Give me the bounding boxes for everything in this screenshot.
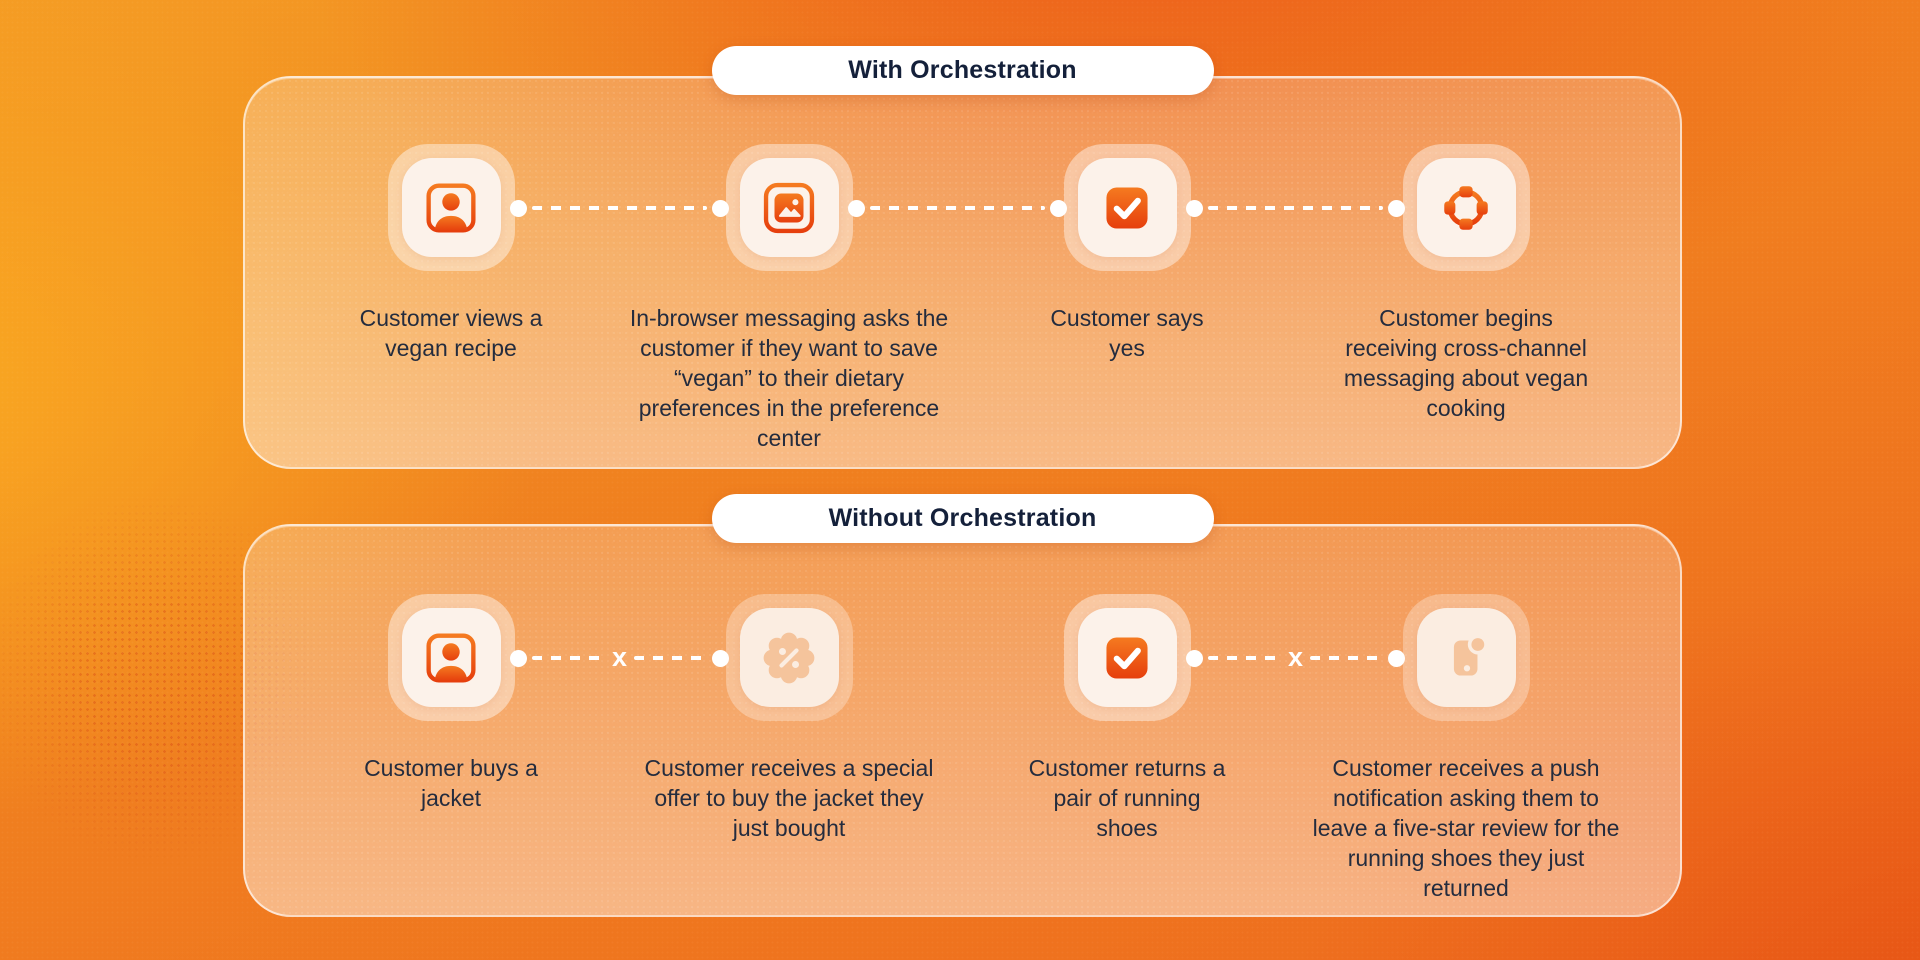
icon-card [1063, 144, 1191, 271]
step-column: Customer receives a push notification as… [1306, 594, 1626, 903]
dashed-line [532, 206, 707, 210]
dashed-line [1208, 206, 1383, 210]
step-column: Customer begins receiving cross-channel … [1306, 144, 1626, 423]
step-caption: Customer returns a pair of running shoes [1028, 755, 1226, 841]
connector-dashed [510, 199, 729, 217]
dashed-line [1310, 656, 1383, 660]
checkbox-check-icon [1106, 186, 1148, 229]
step-column: Customer returns a pair of running shoes [967, 594, 1287, 843]
with-orchestration-panel: With Orchestration [243, 46, 1682, 469]
pill-label: Without Orchestration [828, 504, 1097, 532]
connector-dot [1186, 199, 1203, 217]
icon-card [387, 144, 515, 271]
dashed-line [1208, 656, 1281, 660]
push-notification-phone-icon [1453, 633, 1488, 676]
contact-person-icon [426, 632, 476, 683]
step-caption: Customer begins receiving cross-channel … [1343, 305, 1589, 421]
step-caption: Customer views a vegan recipe [359, 305, 543, 361]
step-caption: Customer buys a jacket [364, 755, 538, 811]
step-caption: In-browser messaging asks the customer i… [629, 305, 949, 451]
icon-card [1402, 144, 1530, 271]
connector-dot [1050, 199, 1067, 217]
without-orchestration-pill: Without Orchestration [711, 494, 1214, 543]
step-column: Customer says yes [967, 144, 1287, 363]
connector-dot [848, 199, 865, 217]
connector-dot [510, 649, 527, 667]
icon-card [725, 144, 853, 271]
blocked-x-marker: x [1287, 642, 1304, 672]
dashed-line [532, 656, 605, 660]
without-orchestration-panel: Without Orchestration x x [243, 494, 1682, 917]
connector-dashed [1186, 199, 1405, 217]
icon-card [1063, 594, 1191, 721]
step-column: Customer buys a jacket [291, 594, 611, 813]
contact-person-icon [426, 182, 476, 233]
connector-dot [712, 649, 729, 667]
connector-blocked: x [510, 642, 729, 672]
connector-dot [1186, 649, 1203, 667]
blocked-x-marker: x [611, 642, 628, 672]
connector-dot [510, 199, 527, 217]
connector-dot [1388, 649, 1405, 667]
dashed-line [634, 656, 707, 660]
step-column: Customer receives a special offer to buy… [629, 594, 949, 843]
icon-card-muted [1402, 594, 1530, 721]
connector-dot [712, 199, 729, 217]
step-caption: Customer says yes [1050, 305, 1204, 361]
checkbox-check-icon [1106, 636, 1148, 679]
in-browser-message-icon [763, 182, 815, 233]
connector-dashed [848, 199, 1067, 217]
connector-blocked: x [1186, 642, 1405, 672]
dashed-line [870, 206, 1045, 210]
icon-card [387, 594, 515, 721]
discount-badge-icon [763, 632, 815, 683]
with-orchestration-pill: With Orchestration [711, 46, 1214, 95]
pill-label: With Orchestration [848, 56, 1077, 84]
icon-card-muted [725, 594, 853, 721]
step-column: Customer views a vegan recipe [291, 144, 611, 363]
step-caption: Customer receives a special offer to buy… [644, 755, 934, 841]
connector-dot [1388, 199, 1405, 217]
step-caption: Customer receives a push notification as… [1312, 755, 1620, 901]
orchestration-ring-icon [1444, 185, 1488, 230]
step-column: In-browser messaging asks the customer i… [629, 144, 949, 453]
